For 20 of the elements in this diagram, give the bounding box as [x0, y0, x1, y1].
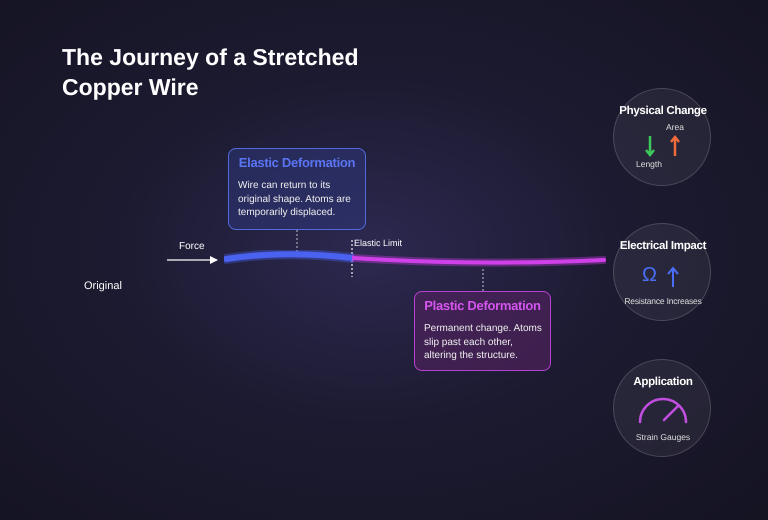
info-box: [414, 291, 551, 371]
circle-text: Resistance Increases: [623, 296, 703, 306]
box-text: Permanent change. Atoms slip past each other, altering the structure.: [424, 322, 542, 362]
circle-text: Area: [666, 122, 684, 132]
box-heading: Elastic Deformation: [238, 155, 356, 170]
circle-text: Length: [636, 159, 662, 169]
wire-segment: [224, 250, 354, 266]
box-heading: Plastic Deformation: [423, 298, 542, 313]
state-label: Original: [84, 280, 122, 292]
title: The Journey of a Stretched Copper Wire: [62, 43, 360, 102]
circle-heading: Physical Change: [618, 105, 708, 117]
circle-heading: Application: [632, 376, 694, 388]
info-box: [228, 148, 366, 230]
circle-heading: Electrical Impact: [618, 240, 708, 252]
leader-line: [482, 267, 484, 291]
force-label: Force: [179, 241, 205, 252]
circle-text: Strain Gauges: [634, 432, 692, 442]
box-text: Wire can return to its original shape. Atoms are temporarily displaced.: [238, 179, 352, 220]
omega-symbol: Ω: [642, 264, 657, 287]
limit-label: Elastic Limit: [354, 238, 402, 248]
